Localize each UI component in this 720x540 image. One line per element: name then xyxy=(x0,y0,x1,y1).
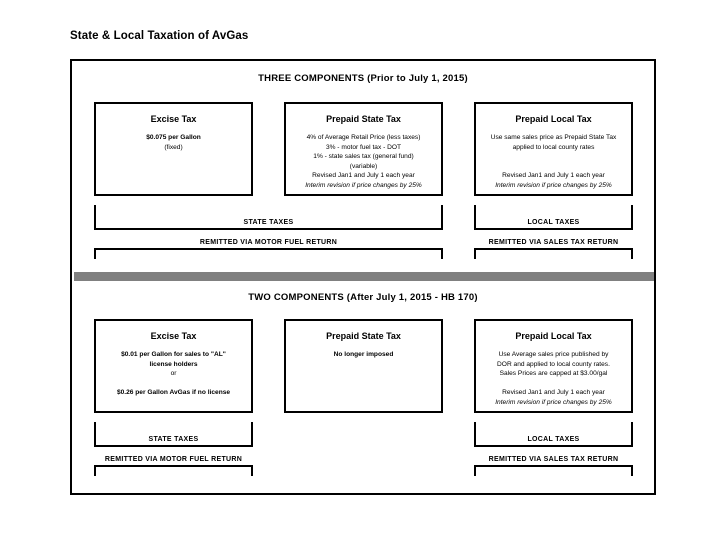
box-line: 4% of Average Retail Price (less taxes) xyxy=(306,134,421,141)
bottom-box-prepaid-local-tax: Prepaid Local Tax Use Average sales pric… xyxy=(474,319,633,413)
box-title: Prepaid Local Tax xyxy=(515,114,592,124)
box-title: Excise Tax xyxy=(150,114,197,124)
box-body: $0.075 per Gallon (fixed) xyxy=(96,133,251,152)
box-line: $0.01 per Gallon for sales to "AL" xyxy=(121,351,226,358)
box-title: Prepaid Local Tax xyxy=(515,331,592,341)
section-divider xyxy=(74,272,654,281)
box-line: $0.26 per Gallon AvGas if no license xyxy=(116,389,231,397)
bottom-box-excise-tax: Excise Tax $0.01 per Gallon for sales to… xyxy=(94,319,253,413)
box-title: Prepaid State Tax xyxy=(326,114,401,124)
box-line: Revised Jan1 and July 1 each year xyxy=(312,172,415,180)
box-line: $0.075 per Gallon xyxy=(146,134,201,141)
box-line: 1% - state sales tax (general fund) xyxy=(313,153,414,161)
top-box-excise-tax: Excise Tax $0.075 per Gallon (fixed) xyxy=(94,102,253,196)
bracket-shape xyxy=(474,248,633,259)
bracket-shape xyxy=(94,248,443,259)
top-box-prepaid-local-tax: Prepaid Local Tax Use same sales price a… xyxy=(474,102,633,196)
bottom-section-heading: TWO COMPONENTS (After July 1, 2015 - HB … xyxy=(248,292,478,303)
box-body: Use Average sales price published by DOR… xyxy=(476,350,631,408)
box-line: Use same sales price as Prepaid State Ta… xyxy=(490,134,617,141)
top-state-taxes-bracket: STATE TAXES xyxy=(94,205,443,230)
box-line-spacer xyxy=(479,162,628,172)
bottom-remitted-sales-tax-bracket: REMITTED VIA SALES TAX RETURN xyxy=(474,455,633,476)
box-line: DOR and applied to local county rates. xyxy=(497,360,610,368)
box-line: Sales Prices are capped at $3.00/gal xyxy=(499,370,608,378)
box-line: (fixed) xyxy=(164,143,183,151)
box-line: license holders xyxy=(149,360,198,368)
bracket-label: LOCAL TAXES xyxy=(527,219,580,226)
bracket-shape xyxy=(474,465,633,476)
diagram-frame: THREE COMPONENTS (Prior to July 1, 2015)… xyxy=(70,59,656,495)
bracket-label: LOCAL TAXES xyxy=(527,436,580,443)
box-title: Excise Tax xyxy=(150,331,197,341)
page-title: State & Local Taxation of AvGas xyxy=(70,30,249,42)
bracket-label: REMITTED VIA MOTOR FUEL RETURN xyxy=(104,456,243,463)
box-line: Interim revision if price changes by 25% xyxy=(305,181,422,189)
bottom-remitted-motor-fuel-bracket: REMITTED VIA MOTOR FUEL RETURN xyxy=(94,455,253,476)
box-line: No longer imposed xyxy=(333,351,394,358)
bracket-label: REMITTED VIA SALES TAX RETURN xyxy=(488,456,619,463)
box-line-spacer xyxy=(479,152,628,162)
box-line: Use Average sales price published by xyxy=(498,351,609,358)
bracket-label: STATE TAXES xyxy=(148,436,199,443)
box-line: (variable) xyxy=(349,162,378,170)
box-body: No longer imposed xyxy=(286,350,441,360)
box-line: Interim revision if price changes by 25% xyxy=(495,181,612,189)
box-line-spacer xyxy=(99,379,248,389)
box-line: 3% - motor fuel tax - DOT xyxy=(325,143,402,151)
bottom-local-taxes-bracket: LOCAL TAXES xyxy=(474,422,633,447)
top-box-prepaid-state-tax: Prepaid State Tax 4% of Average Retail P… xyxy=(284,102,443,196)
top-remitted-motor-fuel-bracket: REMITTED VIA MOTOR FUEL RETURN xyxy=(94,238,443,259)
top-section-heading: THREE COMPONENTS (Prior to July 1, 2015) xyxy=(258,73,468,84)
box-line: Revised Jan1 and July 1 each year xyxy=(502,389,605,397)
bracket-label: REMITTED VIA MOTOR FUEL RETURN xyxy=(199,239,338,246)
box-line: or xyxy=(170,370,177,378)
box-body: Use same sales price as Prepaid State Ta… xyxy=(476,133,631,191)
bracket-label: STATE TAXES xyxy=(243,219,294,226)
box-line: applied to local county rates xyxy=(512,143,595,151)
box-body: $0.01 per Gallon for sales to "AL" licen… xyxy=(96,350,251,398)
bottom-box-prepaid-state-tax: Prepaid State Tax No longer imposed xyxy=(284,319,443,413)
bottom-state-taxes-bracket: STATE TAXES xyxy=(94,422,253,447)
box-line: Revised Jan1 and July 1 each year xyxy=(502,172,605,180)
top-local-taxes-bracket: LOCAL TAXES xyxy=(474,205,633,230)
box-title: Prepaid State Tax xyxy=(326,331,401,341)
bracket-shape xyxy=(94,465,253,476)
box-body: 4% of Average Retail Price (less taxes) … xyxy=(286,133,441,191)
box-line-spacer xyxy=(479,379,628,389)
box-line: Interim revision if price changes by 25% xyxy=(495,398,612,406)
bracket-label: REMITTED VIA SALES TAX RETURN xyxy=(488,239,619,246)
top-remitted-sales-tax-bracket: REMITTED VIA SALES TAX RETURN xyxy=(474,238,633,259)
